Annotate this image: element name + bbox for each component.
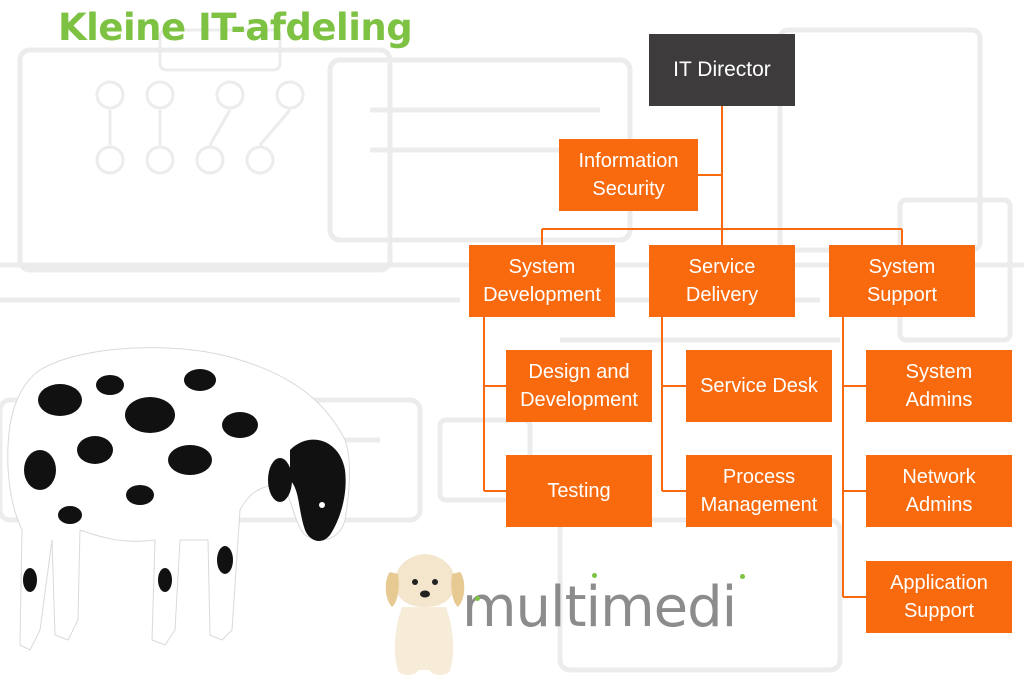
puppy-image xyxy=(385,554,465,675)
network-admins-label: Network Admins xyxy=(902,466,976,516)
service-desk-label: Service Desk xyxy=(700,375,818,397)
it-director-label: IT Director xyxy=(673,58,771,81)
information-security-box: Information Security xyxy=(559,139,698,211)
system-admins-box: System Admins xyxy=(866,350,1012,422)
service-desk-box: Service Desk xyxy=(686,350,832,422)
design-and-development-box: Design and Development xyxy=(506,350,652,422)
system-development-label: System Development xyxy=(483,256,601,306)
application-support-label: Application Support xyxy=(890,572,988,622)
testing-label: Testing xyxy=(547,480,611,502)
application-support-box: Application Support xyxy=(866,561,1012,633)
service-delivery-box: Service Delivery xyxy=(649,245,795,317)
system-admins-label: System Admins xyxy=(905,361,973,411)
system-support-label: System Support xyxy=(866,256,938,306)
system-support-box: System Support xyxy=(829,245,975,317)
great-dane-image xyxy=(7,347,350,651)
page-title: Kleine IT-afdeling xyxy=(58,6,413,49)
process-management-label: Process Management xyxy=(700,466,818,516)
system-development-box: System Development xyxy=(469,245,615,317)
design-and-development-label: Design and Development xyxy=(520,361,638,411)
logo-dot-mid xyxy=(592,573,597,578)
multimedi-logo: multimedi xyxy=(462,575,737,640)
network-admins-box: Network Admins xyxy=(866,455,1012,527)
logo-dot-right xyxy=(740,574,745,579)
it-director-box: IT Director xyxy=(649,34,795,106)
logo-dot-left xyxy=(475,596,480,601)
service-delivery-label: Service Delivery xyxy=(685,256,759,306)
testing-box: Testing xyxy=(506,455,652,527)
process-management-box: Process Management xyxy=(686,455,832,527)
information-security-label: Information Security xyxy=(578,150,679,200)
